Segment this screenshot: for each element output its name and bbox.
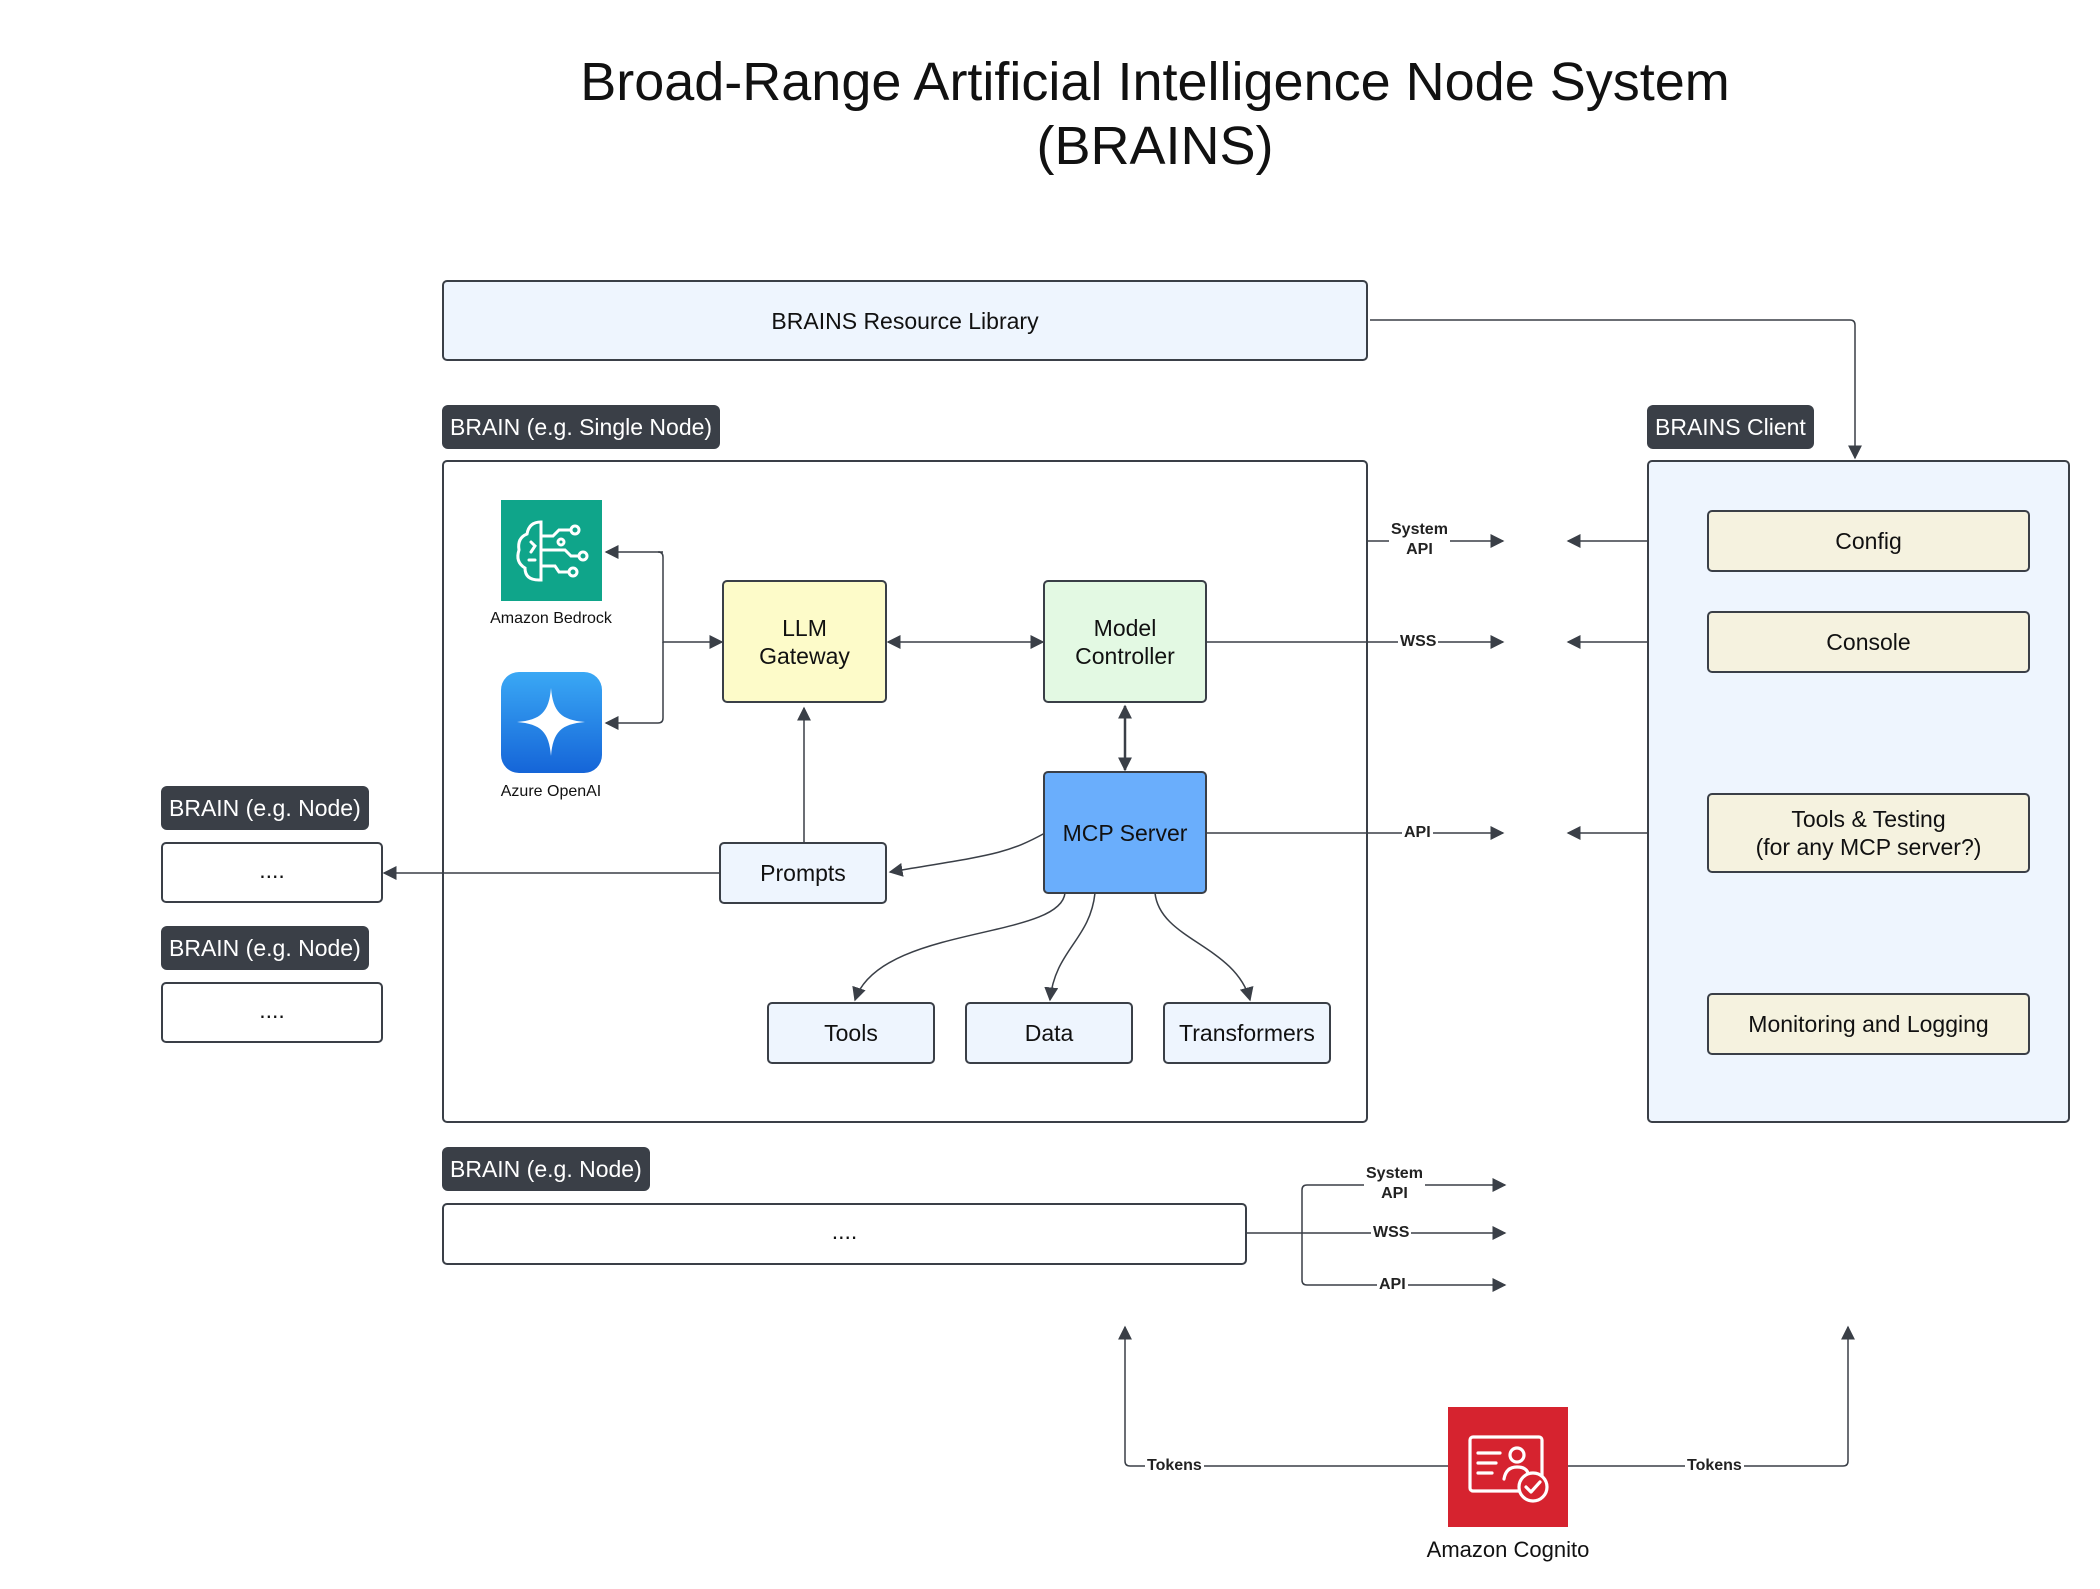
azure-openai-label: Azure OpenAI [500,783,602,800]
side-node-box-2[interactable]: .... [161,982,383,1043]
amazon-cognito-label: Amazon Cognito [1426,1537,1590,1562]
bottom-api-label: API [1377,1275,1408,1295]
tokens-right-label: Tokens [1685,1456,1744,1476]
bottom-wss-label: WSS [1371,1223,1412,1243]
tools-testing-box[interactable]: Tools & Testing (for any MCP server?) [1707,793,2030,873]
console-box[interactable]: Console [1707,611,2030,673]
bottom-system-api-connector [1301,1178,1507,1233]
data-box[interactable]: Data [965,1002,1133,1064]
brain-single-node-tag: BRAIN (e.g. Single Node) [442,405,721,449]
diagram-title: Broad-Range Artificial Intelligence Node… [580,52,1730,112]
config-box[interactable]: Config [1707,510,2030,572]
side-node-tag-1: BRAIN (e.g. Node) [161,786,369,830]
monitoring-logging-box[interactable]: Monitoring and Logging [1707,993,2030,1055]
wss-label: WSS [1398,632,1439,652]
tokens-left-label: Tokens [1145,1456,1204,1476]
system-api-label: System API [1389,520,1450,560]
amazon-bedrock-label: Amazon Bedrock [490,610,612,627]
transformers-box[interactable]: Transformers [1163,1002,1331,1064]
mcp-prompts-connector [888,832,1046,877]
bottom-node-tag: BRAIN (e.g. Node) [442,1147,650,1191]
diagram-title-abbrev: (BRAINS) [1036,116,1274,176]
resource-library-box[interactable]: BRAINS Resource Library [442,280,1368,361]
side-node-tag-2: BRAIN (e.g. Node) [161,926,369,970]
prompts-box[interactable]: Prompts [719,842,887,904]
tokens-left-connector [1118,1325,1448,1467]
bottom-api-connector [1301,1233,1507,1292]
llm-gateway-box[interactable]: LLM Gateway [722,580,887,703]
brain-single-node-frame [442,460,1368,1123]
amazon-cognito-icon [1448,1407,1568,1527]
tokens-right-connector [1568,1325,1855,1467]
amazon-bedrock-icon [501,500,602,601]
mcp-server-box[interactable]: MCP Server [1043,771,1207,894]
api-label: API [1402,823,1433,843]
side-node-box-1[interactable]: .... [161,842,383,903]
bottom-system-api-label: System API [1364,1164,1425,1204]
openai-gateway-connector [604,642,664,730]
tools-box[interactable]: Tools [767,1002,935,1064]
mcp-transformers-connector [1154,892,1254,1002]
library-to-client-connector [1370,319,1862,460]
azure-openai-icon [501,672,602,773]
model-controller-box[interactable]: Model Controller [1043,580,1207,703]
brains-client-tag: BRAINS Client [1647,405,1814,449]
mcp-tools-connector [852,892,1066,1002]
mcp-data-connector [1044,892,1096,1002]
bottom-node-box[interactable]: .... [442,1203,1247,1265]
